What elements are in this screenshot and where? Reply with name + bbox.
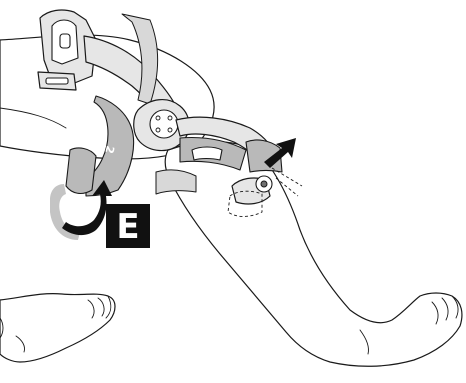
step-badge-letter: E <box>116 207 139 247</box>
shin-strap-number: 4 <box>207 147 217 161</box>
shin-buckle <box>227 139 303 217</box>
curved-arrow-icon <box>50 180 112 240</box>
thigh-strap-number: 2 <box>102 144 117 155</box>
up-right-arrow-icon <box>264 138 296 168</box>
step-badge: E <box>106 204 150 248</box>
thigh-strap: 2 <box>65 95 135 197</box>
lower-leg <box>164 141 463 367</box>
left-foot <box>0 293 116 363</box>
brace-upper-frame <box>37 9 97 91</box>
step-badge-background <box>106 204 150 248</box>
